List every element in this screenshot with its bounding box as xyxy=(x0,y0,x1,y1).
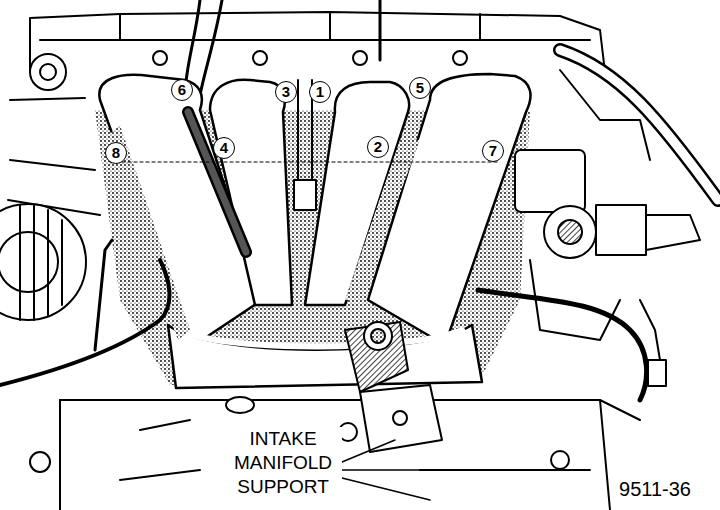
figure-number: 9511-36 xyxy=(616,477,694,501)
callout-number: 4 xyxy=(213,137,235,159)
callout-number: 5 xyxy=(409,77,431,99)
callout-number: 8 xyxy=(105,142,127,164)
callout-number: 1 xyxy=(309,81,331,103)
callout-number: 2 xyxy=(367,136,389,158)
part-name: INTAKE MANIFOLD SUPPORT xyxy=(224,427,342,499)
callout-number: 6 xyxy=(171,79,193,101)
callout-number: 7 xyxy=(482,140,504,162)
callout-number: 3 xyxy=(275,81,297,103)
